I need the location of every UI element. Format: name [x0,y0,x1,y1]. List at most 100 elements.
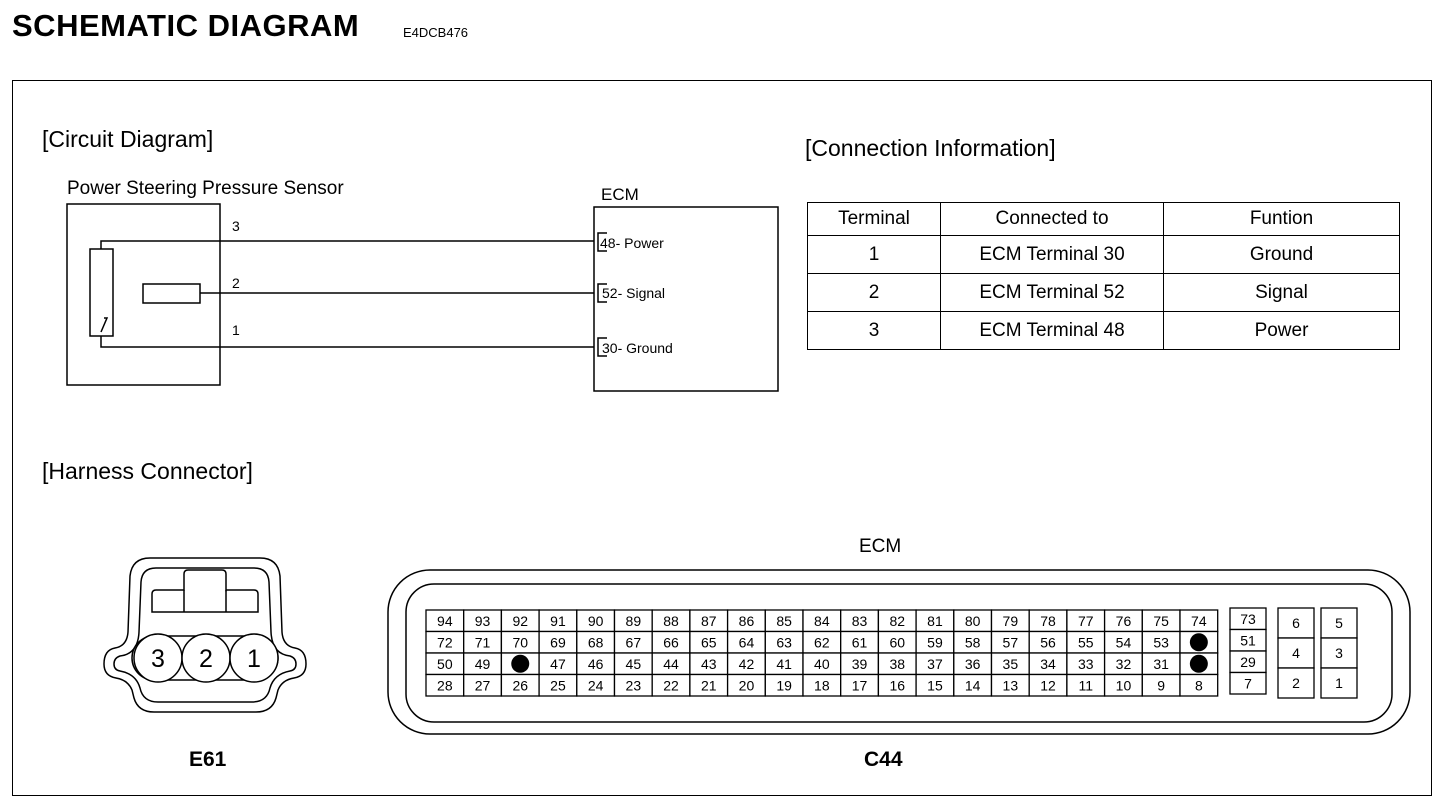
ecm-pin-label: 3 [1335,645,1343,661]
ecm-pin-label: 89 [626,613,642,629]
ecm-pin-label: 9 [1157,677,1165,693]
ecm-pin-label: 60 [889,634,905,650]
ecm-pin-label: 39 [852,656,868,672]
ecm-pin-label: 80 [965,613,981,629]
ecm-pin-cell [1277,667,1315,699]
connection-table: Terminal Connected to Funtion 1 ECM Term… [807,202,1400,350]
table-row: 3 ECM Terminal 48 Power [807,311,1400,350]
ecm-box [593,206,779,392]
ecm-pin-label: 34 [1040,656,1056,672]
ecm-pin-label: 83 [852,613,868,629]
circuit-diagram-title: [Circuit Diagram] [42,126,214,152]
ecm-pin-label: 8 [1195,677,1203,693]
ecm-pin-label: 1 [1335,675,1343,691]
document-code: E4DCB476 [403,25,469,40]
ecm-pin-label: 77 [1078,613,1094,629]
ecm-pin-label: 53 [1153,634,1169,650]
ecm-pin-label: 72 [437,634,453,650]
e61-pin-label: 1 [247,645,261,673]
ecm-pin-label: 2 [1292,675,1300,691]
ecm-pin-label: 19 [776,677,792,693]
ecm-pin-label: 54 [1116,634,1132,650]
ecm-pin-30-bracket [597,337,607,357]
e61-pin-label: 3 [151,645,165,673]
ecm-pin-label: 75 [1153,613,1169,629]
ecm-pin-cell [1320,607,1358,639]
ecm-pin-label: 81 [927,613,943,629]
ecm-pin-label: 55 [1078,634,1094,650]
ecm-pin-label: 23 [626,677,642,693]
ecm-pin-label: 13 [1003,677,1019,693]
ecm-pin-label: 21 [701,677,717,693]
table-header: Terminal [807,202,941,236]
page-title: SCHEMATIC DIAGRAM [12,8,360,43]
ecm-pin-label-signal: 52- Signal [602,285,666,301]
ecm-pin-label: 41 [776,656,792,672]
ecm-pin-label: 43 [701,656,717,672]
ecm-pin-label: 22 [663,677,679,693]
ecm-pin-label: 92 [512,613,528,629]
ecm-pin-label: 32 [1116,656,1132,672]
diagram-frame [12,80,1432,796]
ecm-connector-title: ECM [859,536,902,557]
ecm-pin-label: 70 [512,634,528,650]
ecm-pin-label: 67 [626,634,642,650]
ecm-pin-label: 74 [1191,613,1207,629]
e61-latch [151,569,259,613]
ecm-pin-cell [1179,673,1219,697]
ecm-pin-label: 86 [739,613,755,629]
e61-connector: 3 2 1 [103,557,307,713]
e61-label: E61 [189,748,227,771]
ecm-pin-label: 12 [1040,677,1056,693]
ecm-pin-label: 25 [550,677,566,693]
ecm-pin-48-bracket [597,232,607,252]
ecm-pin-label: 71 [475,634,491,650]
ecm-pin-label: 27 [475,677,491,693]
ecm-pin-label: 10 [1116,677,1132,693]
ecm-pin-label: 15 [927,677,943,693]
ecm-pin-label: 33 [1078,656,1094,672]
ecm-pin-label: 37 [927,656,943,672]
ecm-pin-cell [1277,607,1315,639]
ecm-pin-label: 20 [739,677,755,693]
e61-pin-1 [229,633,279,683]
wire-number-3: 3 [232,218,240,234]
ecm-pin-label-ground: 30- Ground [602,340,673,356]
c44-label: C44 [864,748,903,771]
ecm-pin-label: 58 [965,634,981,650]
ecm-pin-label: 82 [889,613,905,629]
ecm-pin-label: 29 [1240,654,1256,670]
ecm-label: ECM [601,185,639,204]
ecm-pin-label: 56 [1040,634,1056,650]
table-row: 2 ECM Terminal 52 Signal [807,273,1400,312]
ecm-pin-label: 64 [739,634,755,650]
ecm-pin-label: 18 [814,677,830,693]
ecm-pin-label: 88 [663,613,679,629]
ecm-pin-label-power: 48- Power [600,235,664,251]
ecm-pin-label: 26 [512,677,528,693]
ecm-pin-label: 78 [1040,613,1056,629]
ecm-pin-label: 63 [776,634,792,650]
ecm-pin-label: 16 [889,677,905,693]
ecm-pin-label: 4 [1292,645,1300,661]
ecm-pin-label: 61 [852,634,868,650]
ecm-pin-label: 62 [814,634,830,650]
ecm-pin-label: 91 [550,613,566,629]
ecm-pin-label: 49 [475,656,491,672]
ecm-pin-filled-marker [511,654,530,673]
ecm-pin-filled-marker [1189,633,1208,652]
ecm-pin-label: 90 [588,613,604,629]
connection-info-title: [Connection Information] [805,135,1056,161]
ecm-pin-label: 73 [1240,611,1256,627]
ecm-pin-label: 42 [739,656,755,672]
ecm-pin-label: 69 [550,634,566,650]
ecm-pin-label: 31 [1153,656,1169,672]
ecm-pin-cell [1229,671,1267,695]
table-cell: Power [1163,311,1400,350]
sensor-box [66,203,221,386]
table-header: Connected to [940,202,1164,236]
table-cell: 1 [807,235,941,274]
e61-pin-label: 2 [199,645,213,673]
ecm-pin-label: 14 [965,677,981,693]
